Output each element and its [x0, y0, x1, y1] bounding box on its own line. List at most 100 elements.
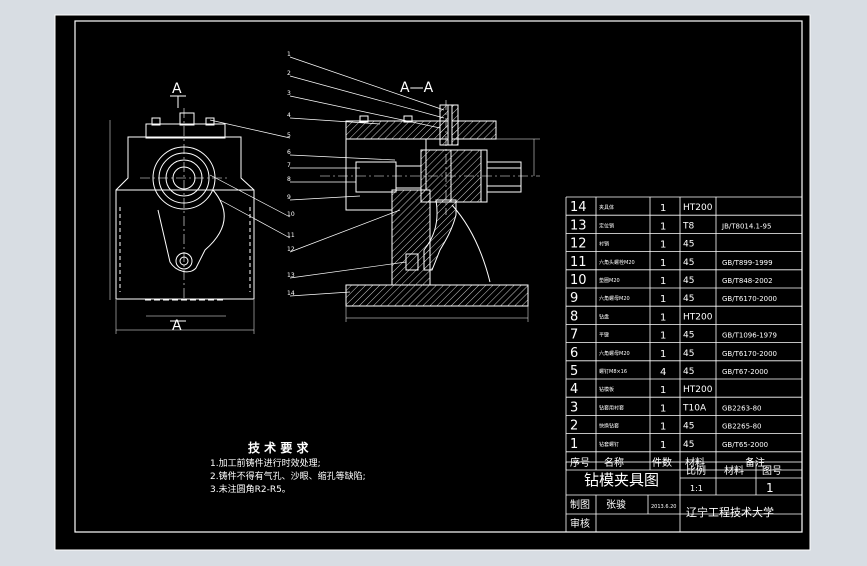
callout-14: 14 [287, 290, 295, 297]
bom-cell-remark: GB2265-80 [722, 423, 761, 431]
title-block: 钻模夹具图 比例 1:1 材料 图号 1 制图 张骏 2013.6.20 审核 … [565, 461, 803, 533]
bom-cell-name: 垫圈M20 [599, 277, 620, 284]
tech-req-item-3: 3.未注圆角R2-R5。 [210, 483, 291, 495]
bom-cell-name: 六角头螺栓M20 [599, 259, 635, 266]
bom-cell-no: 5 [570, 364, 578, 379]
bom-cell-name: 钻模板 [599, 386, 614, 393]
drawing-date: 2013.6.20 [651, 504, 676, 510]
bom-cell-material: T10A [682, 403, 707, 413]
callout-6: 6 [287, 149, 291, 156]
callout-5: 5 [287, 132, 291, 139]
callout-leaders [209, 56, 445, 297]
scale-label: 比例 [686, 464, 706, 477]
bom-cell-no: 9 [570, 291, 578, 306]
bom-cell-qty: 1 [660, 258, 666, 269]
bom-cell-name: 螺钉M8×16 [599, 368, 627, 375]
bom-cell-qty: 4 [660, 367, 666, 378]
drawn-by-label: 制图 [570, 498, 590, 511]
tech-req-item-2: 2.铸件不得有气孔、沙眼、缩孔等缺陷; [210, 470, 366, 482]
bom-cell-material: HT200 [683, 385, 713, 395]
bom-cell-name: 钻套螺钉 [599, 441, 619, 448]
bom-cell-no: 4 [570, 382, 578, 397]
paper-sheet [54, 14, 811, 551]
bom-cell-remark: GB/T65-2000 [722, 441, 768, 449]
bom-cell-remark: GB/T67-2000 [722, 368, 768, 376]
bom-cell-no: 7 [570, 328, 578, 343]
section-mark-top: A [172, 81, 182, 97]
bom-cell-qty: 1 [660, 276, 666, 287]
bom-cell-no: 3 [570, 400, 578, 415]
section-view [320, 100, 540, 322]
bom-cell-qty: 1 [660, 349, 666, 360]
bom-cell-name: 定位销 [599, 222, 614, 229]
bom-cell-material: HT200 [683, 203, 713, 213]
bom-cell-qty: 1 [660, 240, 666, 251]
bom-cell-no: 13 [570, 218, 587, 233]
bom-cell-name: 夹具体 [599, 204, 614, 211]
bom-cell-qty: 1 [660, 440, 666, 451]
bom-cell-remark: GB/T848-2002 [722, 277, 773, 285]
bom-cell-material: 45 [683, 294, 694, 304]
bom-header-no: 序号 [570, 456, 590, 469]
callout-numbers: 1 2 3 4 5 6 7 8 9 10 11 12 13 14 [287, 51, 295, 297]
bom-cell-no: 12 [570, 237, 587, 252]
bom-cell-name: 钻套用衬套 [599, 404, 624, 411]
bom-cell-remark: GB/T6170-2000 [722, 350, 777, 358]
bom-cell-qty: 1 [660, 221, 666, 232]
bom-cell-qty: 1 [660, 312, 666, 323]
scale-value: 1:1 [690, 484, 703, 493]
tech-req-item-1: 1.加工前铸件进行时效处理; [210, 457, 321, 469]
checked-by-label: 审核 [570, 517, 590, 530]
bom-cell-qty: 1 [660, 294, 666, 305]
callout-8: 8 [287, 176, 291, 183]
drawn-by-name: 张骏 [606, 498, 626, 511]
bom-header-name: 名称 [604, 456, 624, 469]
bom-header-material: 材料 [685, 456, 705, 469]
callout-9: 9 [287, 194, 291, 201]
bom-cell-material: HT200 [683, 312, 713, 322]
bom-cell-material: 45 [683, 276, 694, 286]
drawing-title: 钻模夹具图 [584, 471, 659, 489]
section-mark-bottom: A [172, 318, 182, 334]
bom-cell-qty: 1 [660, 203, 666, 214]
bom-cell-material: 45 [683, 258, 694, 268]
bom-cell-qty: 1 [660, 403, 666, 414]
bom-cell-no: 14 [570, 200, 587, 215]
callout-2: 2 [287, 70, 291, 77]
drawing-no-value: 1 [766, 481, 774, 495]
bom-cell-no: 1 [570, 437, 578, 452]
callout-12: 12 [287, 246, 295, 253]
bom-cell-name: 快换钻套 [599, 423, 619, 430]
callout-1: 1 [287, 51, 291, 58]
tech-req-title: 技 术 要 求 [248, 440, 310, 455]
bom-cell-material: 45 [683, 367, 694, 377]
material-label: 材料 [724, 464, 744, 477]
bom-cell-remark: GB/T6170-2000 [722, 295, 777, 303]
callout-7: 7 [287, 162, 291, 169]
callout-4: 4 [287, 112, 291, 119]
bom-cell-name: 六角螺母M20 [599, 350, 630, 357]
bom-cell-remark: GB2263-80 [722, 404, 761, 412]
bom-cell-material: 45 [683, 440, 694, 450]
bom-cell-name: 衬销 [599, 241, 609, 248]
bom-cell-material: 45 [683, 349, 694, 359]
bom-cell-remark: GB/T1096-1979 [722, 332, 777, 340]
bom-cell-material: 45 [683, 422, 694, 432]
callout-11: 11 [287, 232, 295, 239]
bom-cell-remark: JB/T8014.1-95 [721, 222, 771, 230]
bom-cell-qty: 1 [660, 422, 666, 433]
bom-cell-no: 6 [570, 346, 578, 361]
bom-cell-no: 11 [570, 255, 587, 270]
bom-header-qty: 件数 [652, 456, 672, 469]
bom-cell-no: 2 [570, 419, 578, 434]
institution-name: 辽宁工程技术大学 [686, 505, 774, 519]
bom-cell-name: 钻盘 [599, 313, 609, 320]
bom-cell-no: 10 [570, 273, 587, 288]
bom-cell-material: 45 [683, 331, 694, 341]
drawing-no-label: 图号 [762, 465, 782, 477]
bom-header-remark: 备注 [745, 456, 765, 469]
section-view-title: A—A [400, 80, 434, 96]
